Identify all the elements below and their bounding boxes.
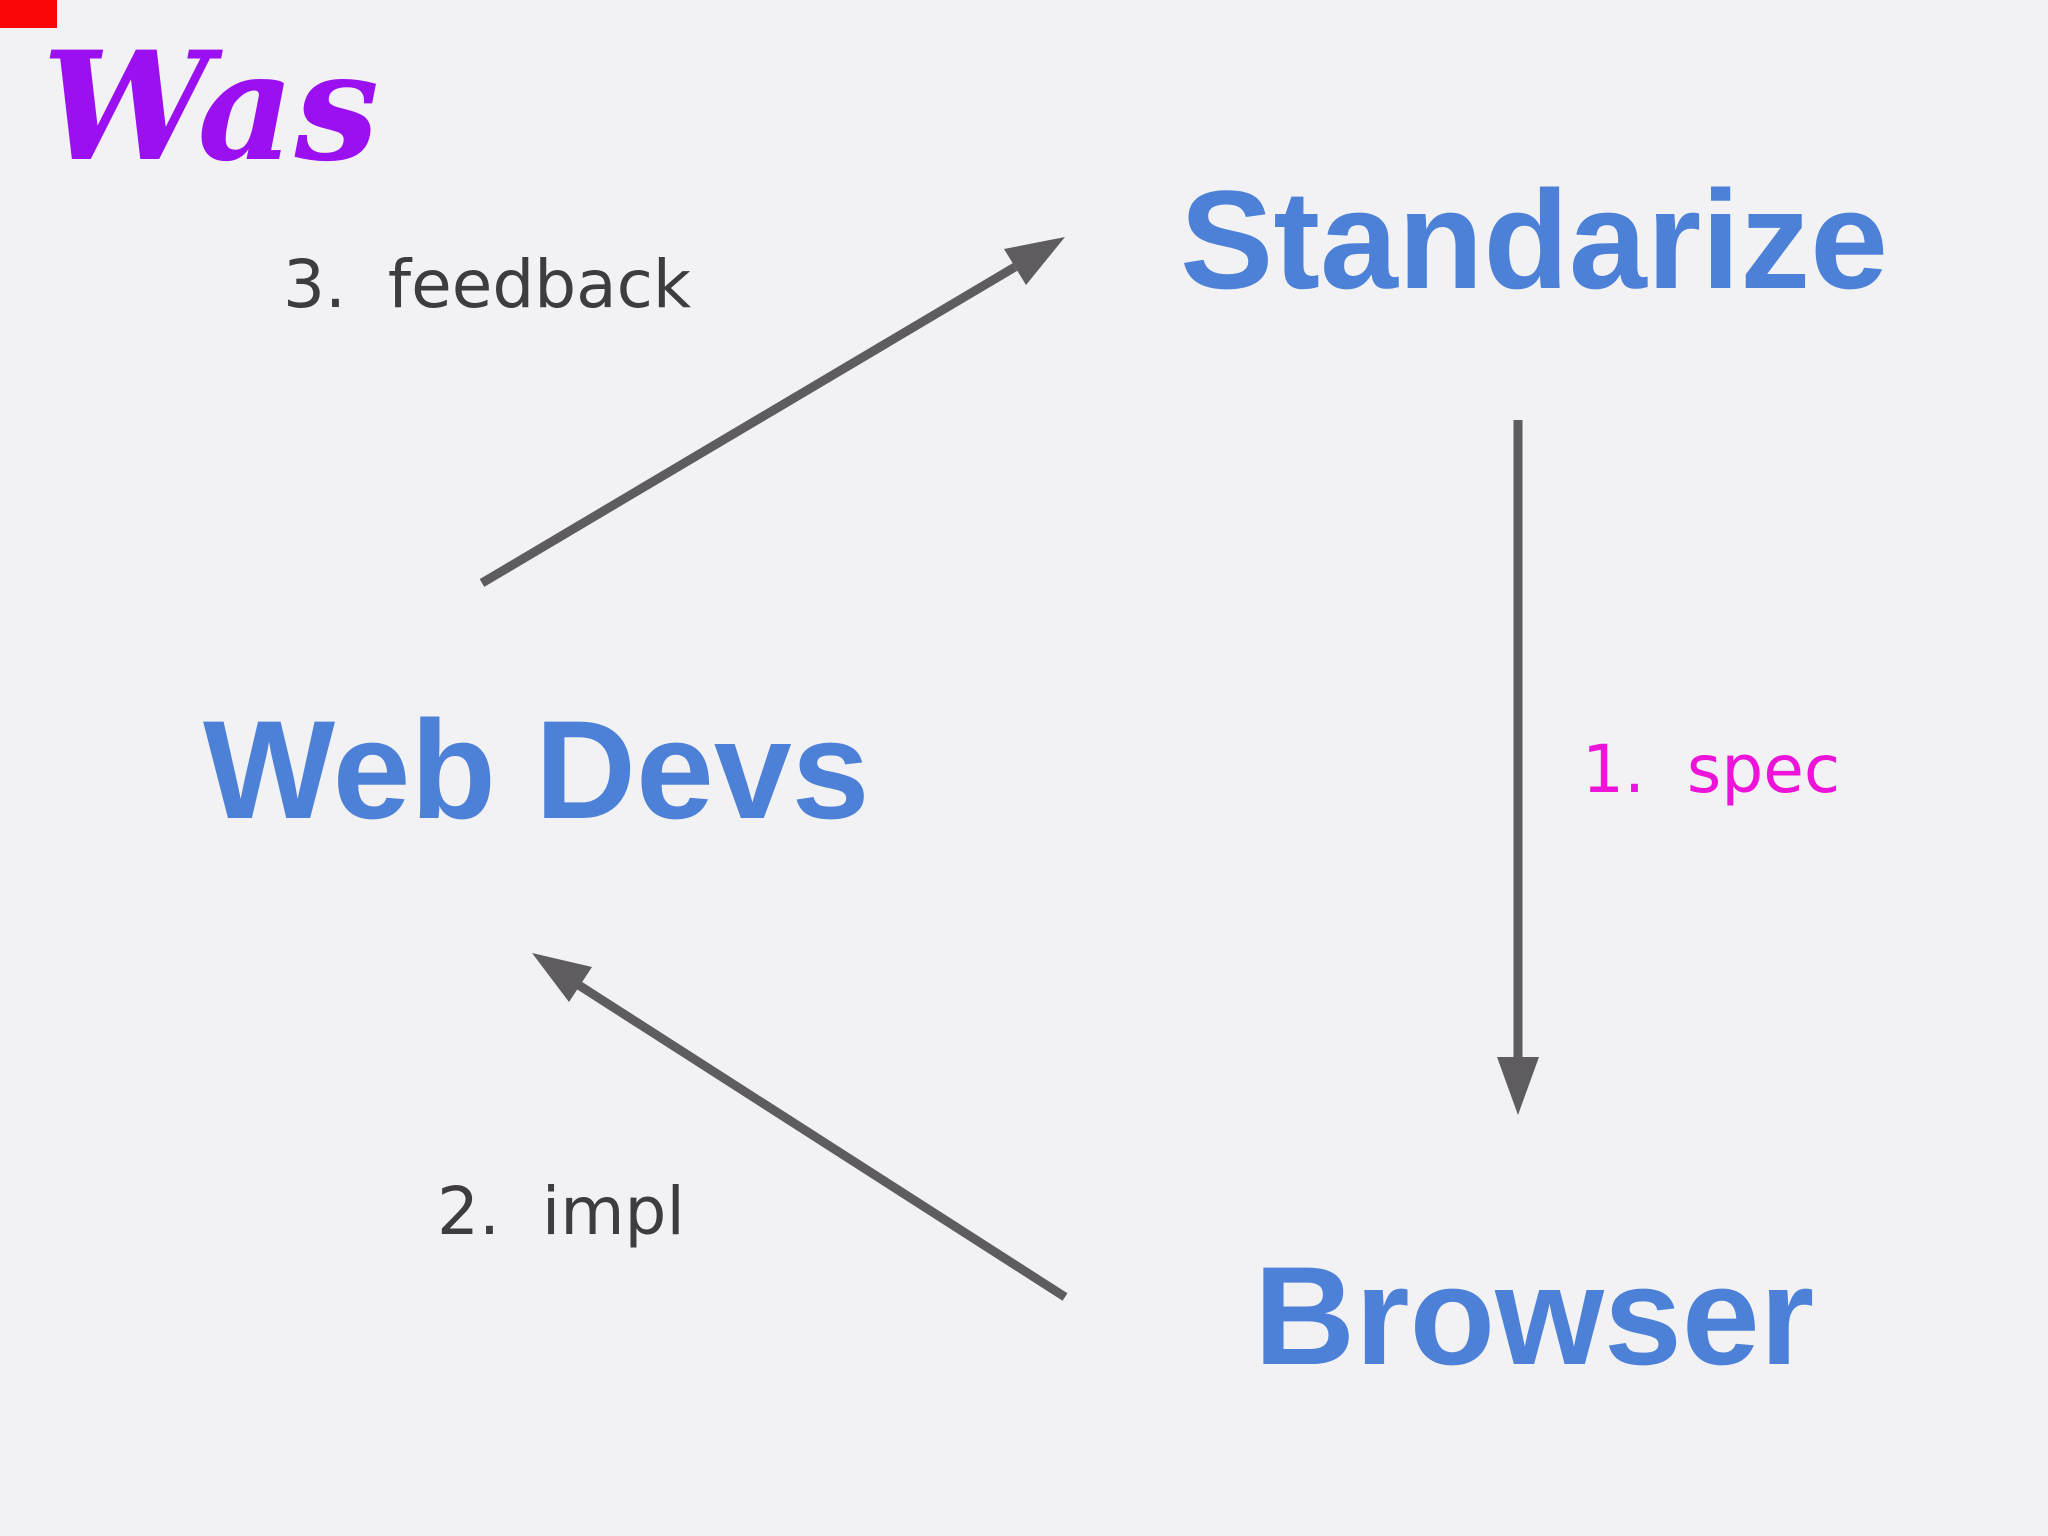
edge-label-feedback: 3. feedback	[283, 246, 692, 323]
recording-artifact	[0, 0, 57, 28]
impl-arrow-line	[574, 980, 1068, 1301]
node-browser: Browser	[1254, 1237, 1815, 1394]
impl-arrowhead-icon	[532, 953, 592, 1002]
spec-arrow	[1497, 420, 1539, 1115]
edge-label-impl: 2. impl	[437, 1173, 685, 1250]
feedback-arrowhead-icon	[1004, 237, 1065, 285]
feedback-arrow-line	[479, 263, 1018, 587]
node-standarize: Standarize	[1180, 161, 1888, 318]
edge-label-spec: 1. spec	[1582, 731, 1841, 808]
spec-arrowhead-icon	[1497, 1057, 1539, 1115]
feedback-arrow	[479, 237, 1065, 587]
node-web-devs: Web Devs	[203, 691, 870, 848]
impl-arrow	[532, 953, 1068, 1301]
page-title: Was	[42, 19, 380, 195]
